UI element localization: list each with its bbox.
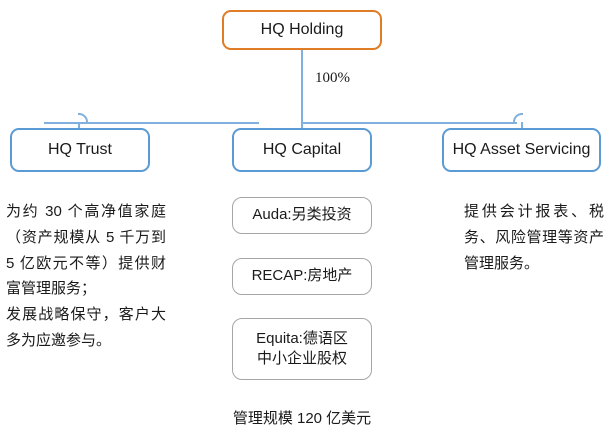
node-hq-holding-label: HQ Holding — [260, 21, 344, 38]
node-hq-asset-servicing[interactable]: HQ Asset Servicing — [442, 128, 601, 172]
connector-root-stem — [301, 50, 303, 123]
connector-bus-right — [303, 122, 517, 124]
unit-auda-label: Auda:另类投资 — [252, 206, 352, 224]
node-hq-holding[interactable]: HQ Holding — [222, 10, 382, 50]
node-hq-asset-servicing-label: HQ Asset Servicing — [452, 141, 591, 158]
unit-recap-label: RECAP:房地产 — [251, 267, 353, 285]
connector-drop-hq-capital — [301, 122, 303, 128]
connector-drop-hq-asset-servicing — [521, 122, 523, 128]
ownership-percentage-label: 100% — [315, 70, 350, 86]
node-hq-capital-label: HQ Capital — [262, 141, 342, 158]
node-hq-trust-label: HQ Trust — [47, 141, 112, 158]
unit-recap[interactable]: RECAP:房地产 — [232, 258, 372, 295]
node-hq-trust[interactable]: HQ Trust — [10, 128, 150, 172]
node-hq-capital[interactable]: HQ Capital — [232, 128, 372, 172]
hq-asset-servicing-description: 提供会计报表、税务、风险管理等资产管理服务。 — [464, 203, 604, 272]
hq-trust-description: 为约 30 个高净值家庭（资产规模从 5 千万到 5 亿欧元不等）提供财富管理服… — [6, 203, 166, 349]
unit-auda[interactable]: Auda:另类投资 — [232, 197, 372, 234]
unit-equita[interactable]: Equita:德语区 中小企业股权 — [232, 318, 372, 380]
connector-drop-hq-trust — [78, 122, 80, 128]
hq-capital-aum-caption: 管理规模 120 亿美元 — [232, 410, 372, 427]
connector-bus-left — [44, 122, 259, 124]
unit-equita-label: Equita:德语区 中小企业股权 — [256, 329, 348, 367]
